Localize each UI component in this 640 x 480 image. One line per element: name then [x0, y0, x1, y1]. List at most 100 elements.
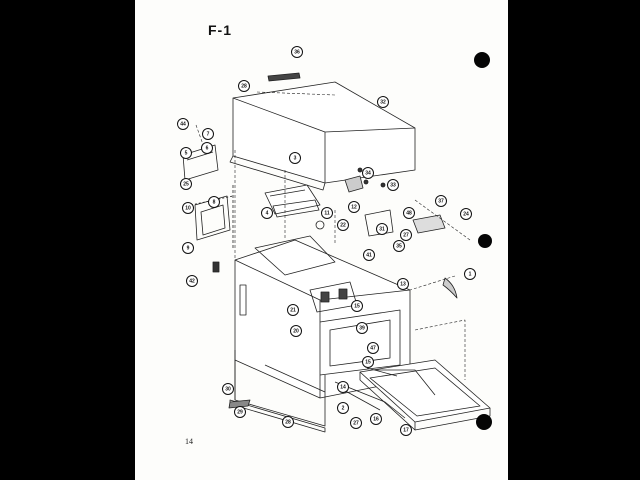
callout-number: 35 — [396, 243, 402, 249]
callout-number: 37 — [438, 198, 444, 204]
callout-7: 7 — [202, 128, 214, 140]
callout-31: 31 — [376, 223, 388, 235]
callout-circle — [403, 207, 415, 219]
callout-33: 33 — [387, 179, 399, 191]
callout-17: 17 — [400, 424, 412, 436]
callout-circle — [400, 229, 412, 241]
callout-circle — [351, 300, 363, 312]
callout-number: 2 — [342, 405, 345, 411]
callout-3: 3 — [289, 152, 301, 164]
callout-2: 2 — [337, 402, 349, 414]
callout-circle — [376, 223, 388, 235]
callout-circle — [282, 416, 294, 428]
binder-hole-top — [474, 52, 490, 68]
right-switch-assembly — [344, 175, 446, 237]
callout-circle — [362, 356, 374, 368]
callout-30: 30 — [222, 383, 234, 395]
callout-circle — [208, 196, 220, 208]
callout-circle — [460, 208, 472, 220]
callout-9: 9 — [182, 242, 194, 254]
callout-circle — [356, 322, 368, 334]
callout-number: 15 — [365, 359, 371, 365]
callout-21: 21 — [287, 304, 299, 316]
callout-number: 28 — [285, 419, 291, 425]
callout-28: 28 — [282, 416, 294, 428]
callout-circle — [222, 383, 234, 395]
callout-number: 34 — [365, 170, 371, 176]
callout-circle — [186, 275, 198, 287]
top-cover — [229, 81, 416, 191]
callout-number: 22 — [340, 222, 346, 228]
callout-number: 42 — [189, 278, 195, 284]
callout-circle — [182, 202, 194, 214]
small-hardware — [212, 167, 458, 409]
callout-circle — [177, 118, 189, 130]
callout-circle — [321, 207, 333, 219]
callout-47: 47 — [367, 342, 379, 354]
left-bracket-assembly — [182, 144, 234, 250]
callout-number: 7 — [207, 131, 210, 137]
callout-36: 36 — [291, 46, 303, 58]
callout-8: 8 — [208, 196, 220, 208]
callout-circle — [387, 179, 399, 191]
callout-circle — [337, 219, 349, 231]
callout-number: 11 — [324, 210, 330, 216]
drawer-tray — [359, 359, 491, 431]
center-mounting-plate — [264, 184, 321, 218]
callout-number: 47 — [370, 345, 376, 351]
callout-circle — [370, 413, 382, 425]
page-number: 14 — [185, 437, 193, 446]
callout-circle — [180, 147, 192, 159]
callout-circle — [348, 201, 360, 213]
callout-number: 36 — [294, 49, 300, 55]
callout-circle — [201, 142, 213, 154]
callout-6: 6 — [201, 142, 213, 154]
callout-25: 25 — [180, 178, 192, 190]
callout-27: 27 — [350, 417, 362, 429]
callout-circle — [287, 304, 299, 316]
callout-circle — [234, 406, 246, 418]
callout-13: 13 — [397, 278, 409, 290]
callout-circle — [202, 128, 214, 140]
callout-number: 16 — [373, 416, 379, 422]
callout-number: 25 — [183, 181, 189, 187]
figure-title: F-1 — [208, 22, 232, 38]
binder-hole-bottom — [476, 414, 492, 430]
callout-number: 6 — [206, 145, 209, 151]
callout-number: 10 — [185, 205, 191, 211]
callout-circle — [362, 167, 374, 179]
callout-24: 24 — [460, 208, 472, 220]
callout-16: 16 — [370, 413, 382, 425]
callout-number: 12 — [351, 204, 357, 210]
parts-diagram-sheet: F-1 14 — [135, 0, 508, 480]
callout-15: 15 — [351, 300, 363, 312]
binder-hole-middle — [478, 234, 492, 248]
callout-5: 5 — [180, 147, 192, 159]
top-handle — [267, 72, 301, 82]
callout-number: 48 — [406, 210, 412, 216]
callout-circle — [397, 278, 409, 290]
callout-circle — [363, 249, 375, 261]
callout-circle — [261, 207, 273, 219]
callout-circle — [350, 417, 362, 429]
callout-number: 24 — [463, 211, 469, 217]
callout-number: 5 — [185, 150, 188, 156]
callout-number: 20 — [293, 328, 299, 334]
callout-number: 30 — [225, 386, 231, 392]
callout-44: 44 — [177, 118, 189, 130]
callout-number: 31 — [379, 226, 385, 232]
callout-circle — [400, 424, 412, 436]
callout-number: 9 — [187, 245, 190, 251]
callout-29: 29 — [234, 406, 246, 418]
callout-12: 12 — [348, 201, 360, 213]
callout-number: 32 — [380, 99, 386, 105]
callout-number: 27 — [353, 420, 359, 426]
callout-number: 33 — [390, 182, 396, 188]
callout-number: 44 — [180, 121, 186, 127]
callout-circle — [182, 242, 194, 254]
callout-circle — [377, 96, 389, 108]
callout-number: 15 — [354, 303, 360, 309]
callout-circle — [435, 195, 447, 207]
callout-20: 20 — [290, 325, 302, 337]
callout-34: 34 — [362, 167, 374, 179]
